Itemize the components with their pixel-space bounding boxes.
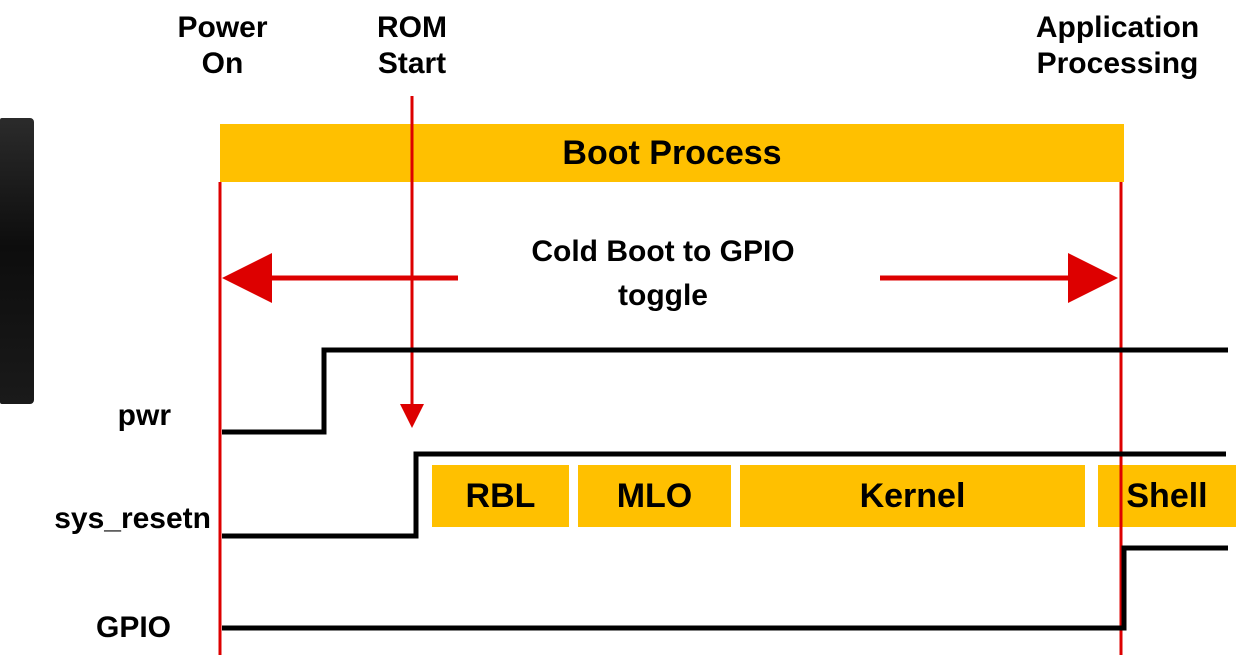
sys-resetn-waveform: [222, 451, 1226, 539]
phase-mlo: MLO: [578, 465, 731, 527]
device-photo-fragment: [0, 118, 34, 404]
gpio-signal-label: GPIO: [95, 611, 171, 644]
power-on-label: Power On: [177, 11, 268, 80]
phase-kernel: Kernel: [740, 465, 1085, 527]
boot-process-label: Boot Process: [562, 134, 782, 172]
phase-shell-label: Shell: [1126, 476, 1208, 515]
phase-mlo-label: MLO: [616, 476, 693, 515]
rom-start-label: ROM Start: [377, 11, 447, 80]
sys-resetn-signal-label: sys_resetn: [54, 502, 211, 535]
phase-rbl: RBL: [432, 465, 569, 527]
phase-rbl-label: RBL: [465, 476, 536, 515]
application-processing-label: Application Processing: [1035, 11, 1200, 80]
cold-boot-span-label: Cold Boot to GPIO toggle: [531, 235, 795, 312]
pwr-signal-label: pwr: [117, 399, 171, 432]
boot-process-bar: Boot Process: [220, 124, 1124, 182]
phase-kernel-label: Kernel: [859, 476, 966, 515]
gpio-waveform: [222, 545, 1228, 631]
pwr-waveform: [222, 347, 1228, 435]
